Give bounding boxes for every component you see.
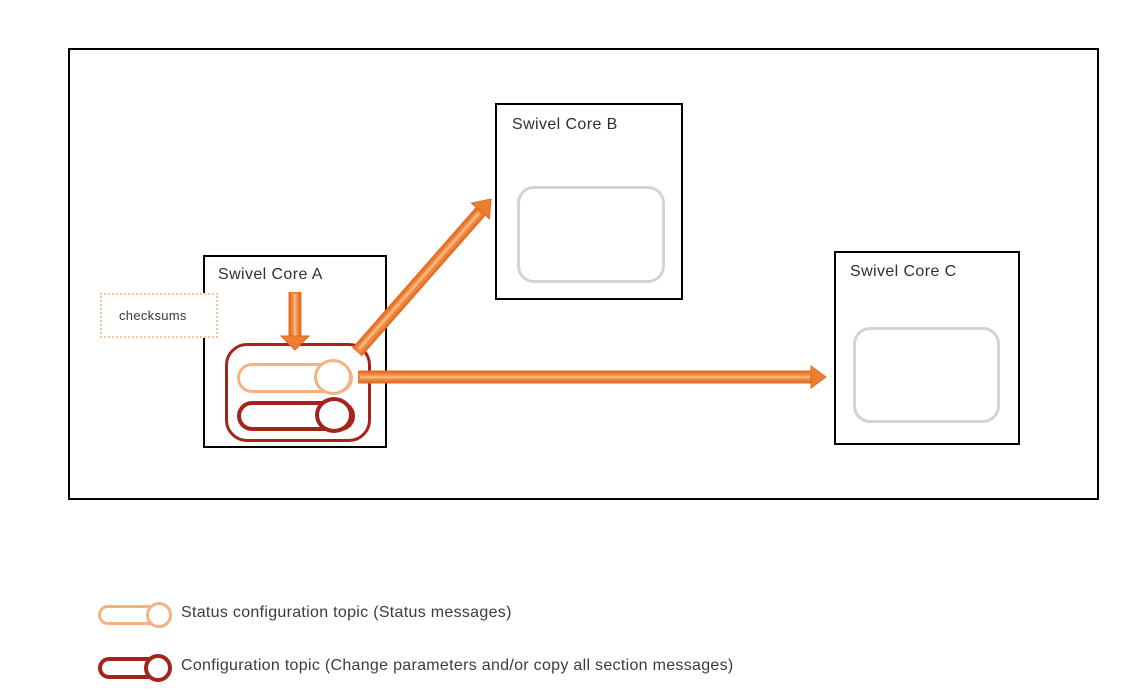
node-swivel-core-c: Swivel Core C <box>834 251 1020 445</box>
node-swivel-core-a: Swivel Core A <box>203 255 387 448</box>
legend-label-config-topic: Configuration topic (Change parameters a… <box>181 657 734 674</box>
node-label-core-b: Swivel Core B <box>512 116 618 133</box>
checksums-note: checksums <box>100 293 218 338</box>
toggle-knob <box>146 601 172 628</box>
inner-panel-core-b <box>517 186 665 283</box>
legend-item-config-topic: Configuration topic (Change parameters a… <box>98 652 734 682</box>
config-topic-icon <box>98 653 172 682</box>
legend-item-status-topic: Status configuration topic (Status messa… <box>98 600 512 628</box>
checksums-label: checksums <box>119 308 187 323</box>
node-swivel-core-b: Swivel Core B <box>495 103 683 300</box>
node-label-core-a: Swivel Core A <box>218 266 323 283</box>
status-topic-icon <box>98 601 172 628</box>
toggle-knob <box>314 359 352 395</box>
legend-label-status-topic: Status configuration topic (Status messa… <box>181 604 512 621</box>
toggle-knob <box>315 397 353 433</box>
topics-container <box>225 343 371 442</box>
toggle-knob <box>144 653 172 682</box>
inner-panel-core-c <box>853 327 1000 423</box>
node-label-core-c: Swivel Core C <box>850 263 957 280</box>
